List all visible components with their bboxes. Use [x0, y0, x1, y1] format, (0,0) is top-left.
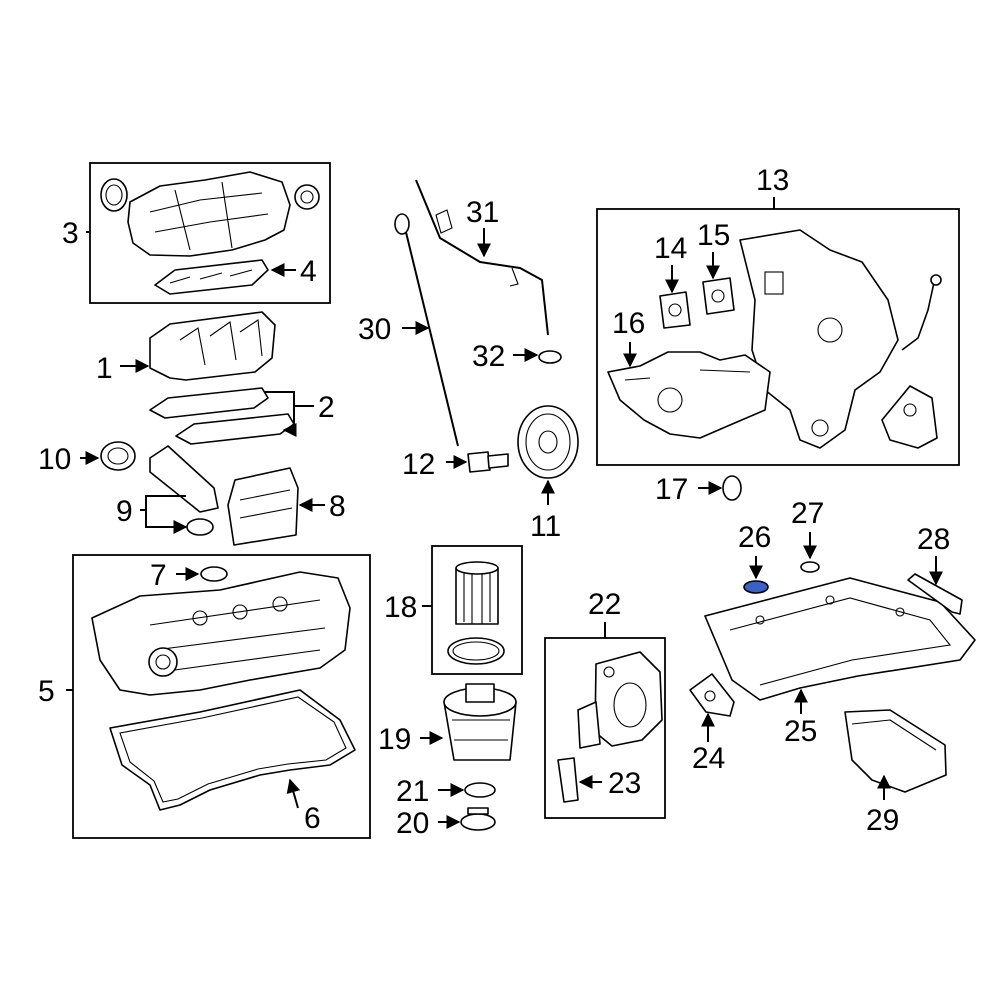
callout-10: 10 [38, 443, 71, 476]
callout-2: 2 [318, 391, 335, 424]
callout-7: 7 [150, 559, 167, 592]
intake-manifold-part[interactable] [149, 311, 276, 381]
callout-31: 31 [466, 196, 499, 229]
oil-filler-tube-part[interactable] [149, 445, 219, 536]
oil-filter-element-box [431, 545, 523, 675]
baffle-28-part[interactable] [907, 573, 963, 615]
callout-3: 3 [62, 217, 79, 250]
callout-30: 30 [358, 313, 391, 346]
callout-29: 29 [866, 804, 899, 837]
dipstick-guide-part[interactable] [415, 179, 549, 336]
oil-pan-upper-part[interactable] [704, 577, 976, 701]
callout-16: 16 [612, 307, 645, 340]
callout-18: 18 [384, 591, 417, 624]
oil-filter-cap-part[interactable] [443, 683, 517, 761]
callout-1: 1 [96, 352, 113, 385]
oil-filter-element-part[interactable] [447, 561, 505, 665]
oring-27-part[interactable] [800, 561, 820, 573]
oil-filler-cap-part[interactable] [100, 441, 136, 471]
callout-23: 23 [608, 767, 641, 800]
gasket-15-part[interactable] [702, 277, 735, 315]
callout-labels: 1 2 3 4 5 6 7 8 9 10 11 12 13 14 15 16 1… [38, 164, 950, 840]
callout-22: 22 [588, 588, 621, 621]
callout-20: 20 [396, 807, 429, 840]
callout-28: 28 [917, 523, 950, 556]
callout-9: 9 [116, 495, 133, 528]
callout-21: 21 [396, 775, 429, 808]
callout-32: 32 [472, 340, 505, 373]
callout-4: 4 [300, 255, 317, 288]
crankshaft-pulley-part[interactable] [517, 405, 579, 479]
drain-plug-20-part[interactable] [460, 807, 496, 831]
valve-cover-group-box [72, 554, 371, 839]
plenum-gasket-part[interactable] [154, 259, 269, 295]
oil-pan-lower-part[interactable] [844, 709, 947, 793]
callout-11: 11 [530, 510, 561, 543]
callout-24: 24 [692, 742, 725, 775]
timing-cover-group-box [596, 208, 960, 466]
valve-cover-part[interactable] [91, 571, 351, 696]
dipstick-part[interactable] [394, 213, 459, 447]
heat-shield-part[interactable] [227, 467, 299, 546]
callout-19: 19 [378, 723, 411, 756]
oring-17-part[interactable] [722, 475, 742, 501]
callout-27: 27 [791, 497, 824, 530]
callout-15: 15 [697, 219, 730, 252]
callout-5: 5 [38, 675, 55, 708]
callout-26: 26 [738, 521, 771, 554]
valve-cover-gasket-part[interactable] [109, 689, 356, 811]
callout-6: 6 [304, 802, 321, 835]
gasket-14-part[interactable] [659, 291, 691, 329]
water-pump-part[interactable] [607, 351, 771, 439]
sensor-23-part[interactable] [557, 757, 579, 803]
callout-12: 12 [402, 448, 435, 481]
intake-plenum-part[interactable] [100, 171, 320, 257]
callout-13: 13 [756, 164, 789, 197]
dipstick-oring-part[interactable] [538, 350, 562, 364]
callout-17: 17 [655, 473, 688, 506]
pulley-bolt-part[interactable] [467, 451, 509, 473]
valve-cover-seal-part[interactable] [200, 566, 228, 582]
manifold-gaskets-part[interactable] [149, 387, 295, 445]
oil-filter-housing-part[interactable] [577, 651, 663, 749]
oring-21-part[interactable] [464, 782, 496, 798]
gasket-24-part[interactable] [689, 673, 735, 717]
leader-lines [66, 197, 943, 829]
callout-25: 25 [784, 715, 817, 748]
timing-cover-part[interactable] [739, 229, 942, 449]
callout-14: 14 [654, 232, 687, 265]
highlighted-seal-26-part[interactable] [743, 580, 769, 594]
callout-8: 8 [329, 490, 346, 523]
